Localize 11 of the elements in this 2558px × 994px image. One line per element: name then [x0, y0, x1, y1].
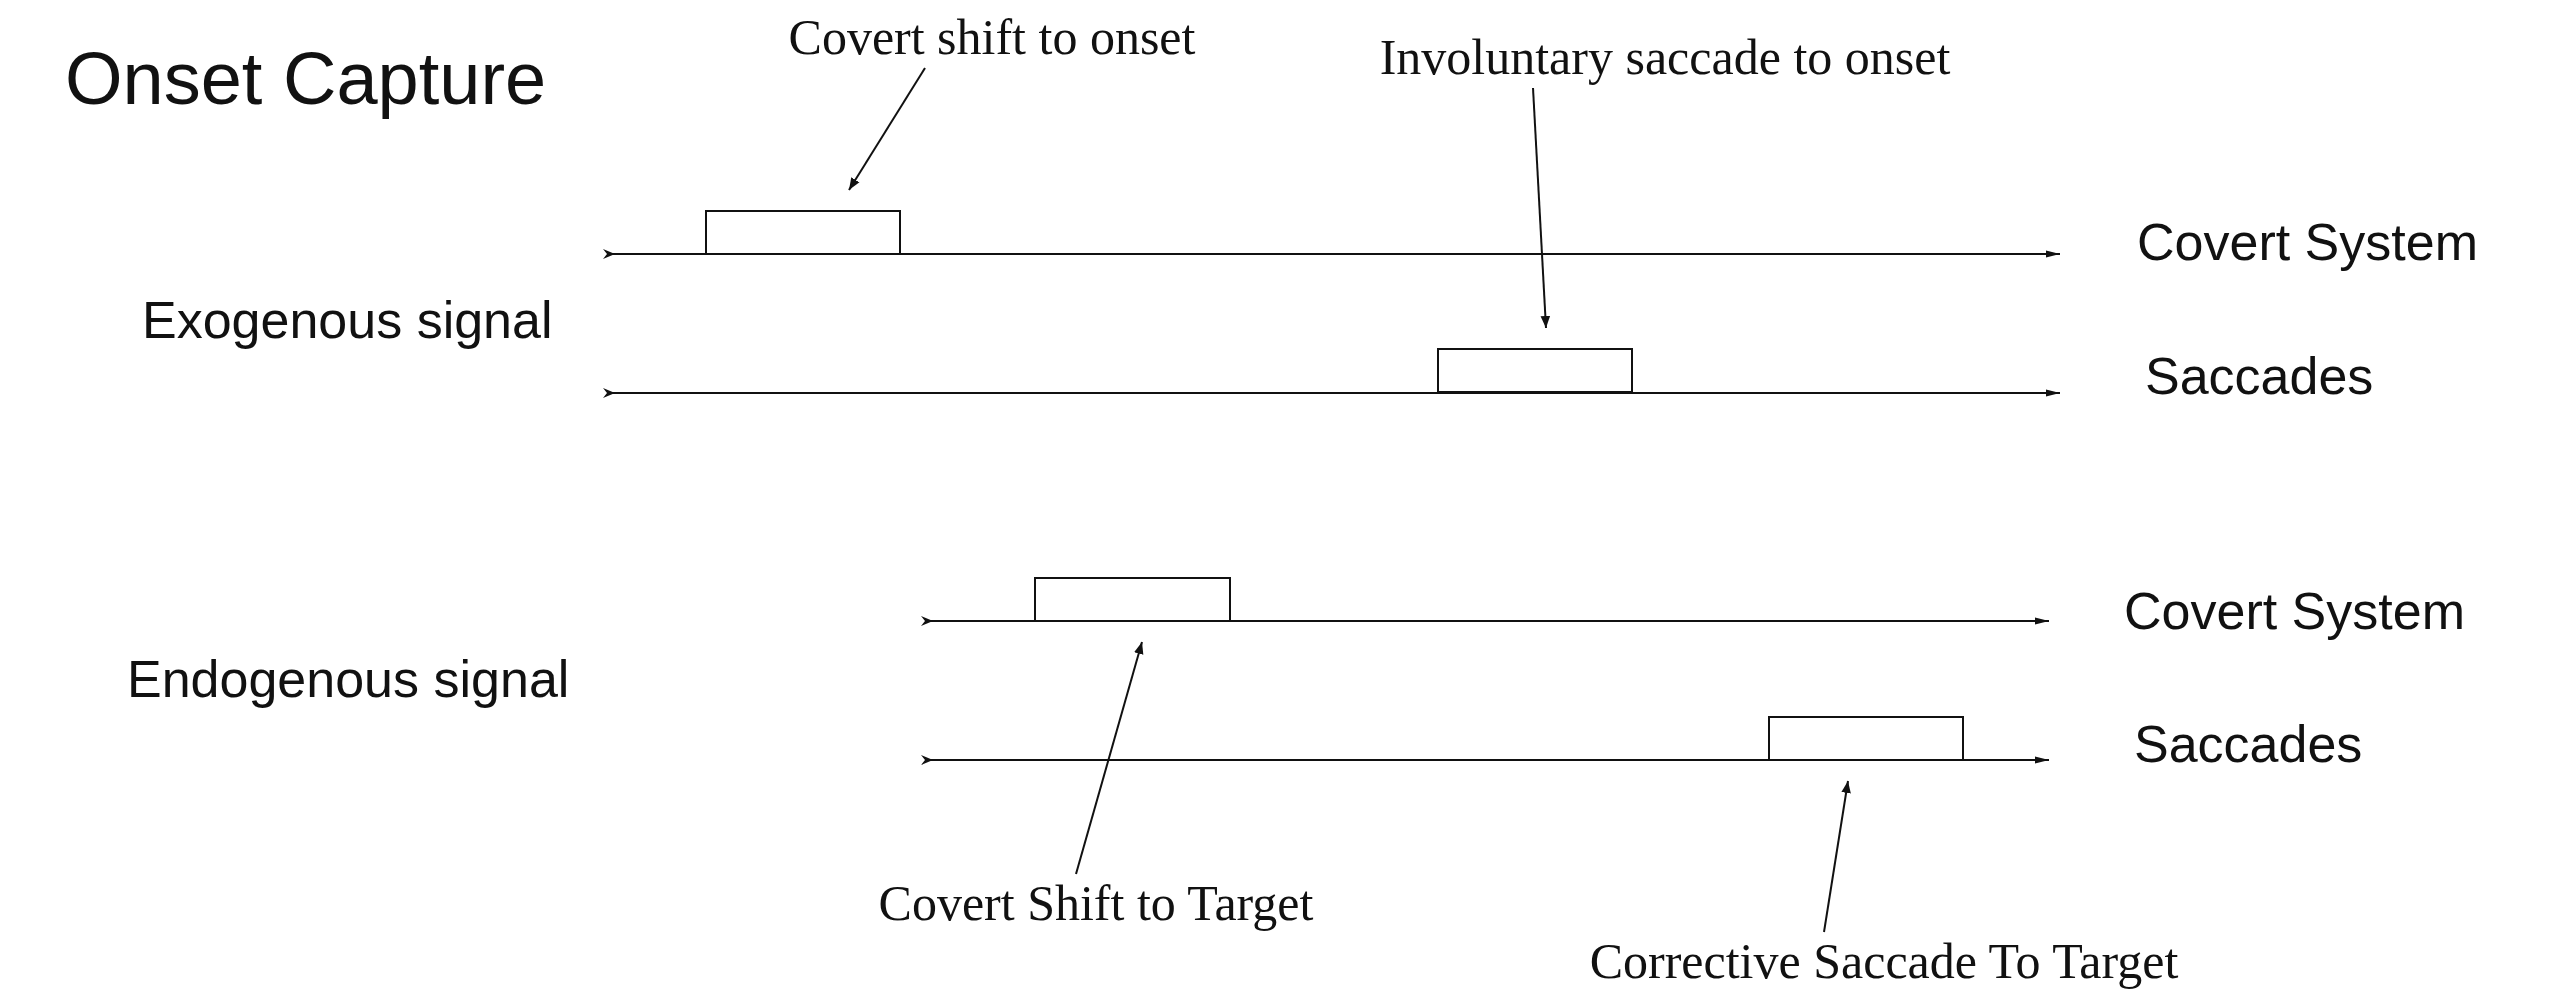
pulse-box — [705, 210, 901, 255]
leader-arrow — [1532, 87, 1551, 329]
leader-arrow — [1823, 780, 1851, 933]
pulse-box — [1437, 348, 1633, 393]
leader-arrow — [848, 67, 926, 191]
row-label: Saccades — [2145, 350, 2374, 402]
row-label: Saccades — [2134, 718, 2363, 770]
annotation-text: Covert shift to onset — [788, 12, 1196, 62]
leader-arrow — [1075, 641, 1144, 875]
pulse-box — [1768, 716, 1964, 761]
pulse-box — [1034, 577, 1231, 622]
